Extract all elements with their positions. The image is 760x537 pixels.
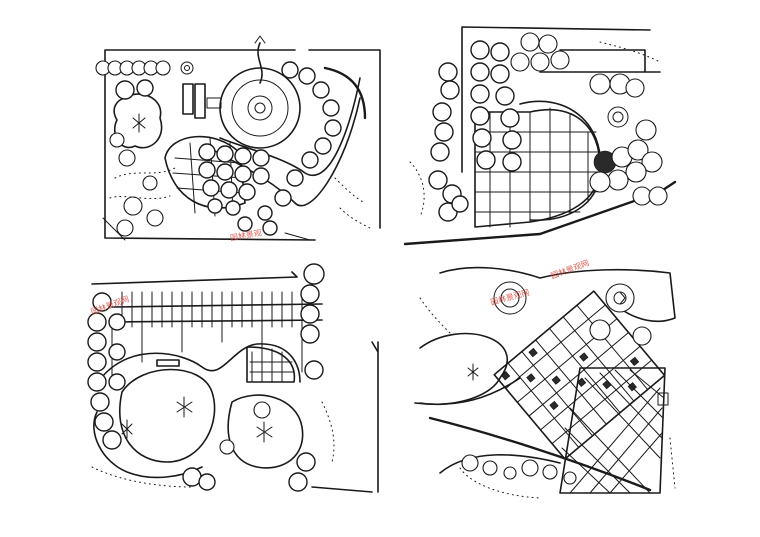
tree-cluster-left [109, 79, 164, 237]
oval-lawn [414, 332, 521, 406]
bottom-left-plan-drawing [87, 263, 379, 493]
top-left-plan-drawing [95, 35, 381, 241]
round-lawn [93, 368, 216, 479]
tree-column-left [428, 62, 469, 222]
top-left-plan [95, 28, 385, 253]
top-right-plan-drawing [403, 26, 677, 246]
tree-ring-left [87, 292, 126, 450]
paved-semicircle-bottom [246, 346, 296, 383]
hatched-triangle-plaza [559, 367, 666, 494]
top-right-plan [400, 22, 690, 252]
tree-column-right [288, 263, 325, 492]
tree-grid-middle [198, 143, 270, 216]
shrub-mass-right [219, 394, 304, 469]
shrub-cluster-top [510, 32, 645, 98]
pergola-row [111, 291, 323, 378]
shrub-band-top [439, 266, 676, 346]
bottom-right-plan [410, 258, 690, 508]
shrub-cluster-right [589, 106, 668, 206]
central-circular-plaza [219, 35, 301, 149]
shrub-band-bottom [461, 454, 577, 485]
tree-row-top [95, 60, 171, 76]
diagonal-grid-pavilion [493, 290, 666, 460]
tree-column-paired [470, 40, 522, 172]
tree-line-right [237, 61, 342, 236]
bottom-right-plan-drawing [414, 266, 676, 499]
bottom-left-plan [82, 262, 382, 497]
